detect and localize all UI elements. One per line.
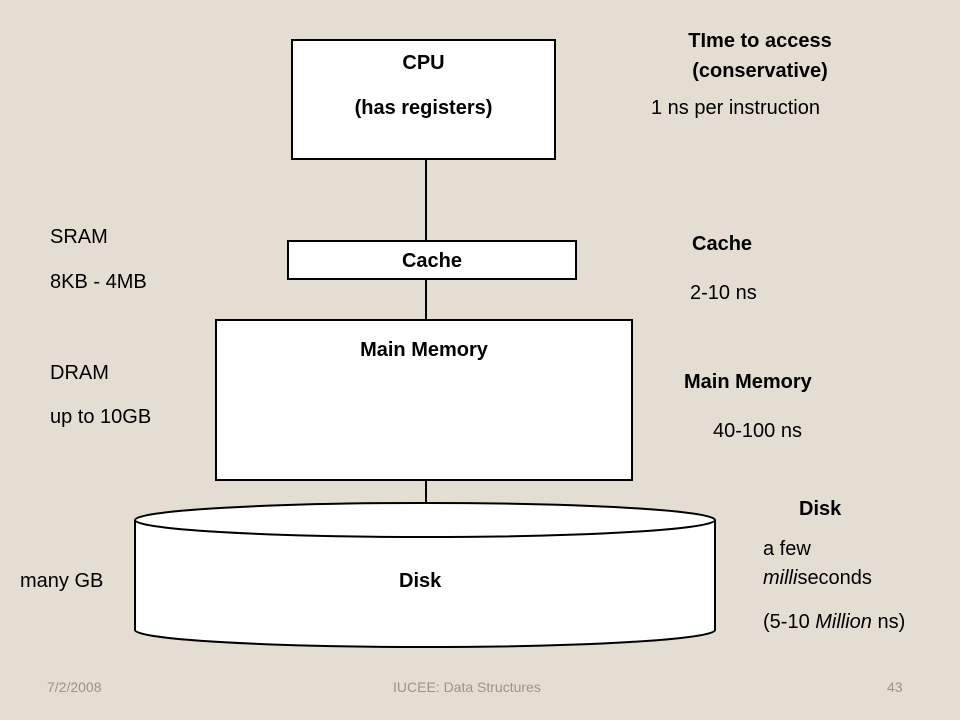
disk-label: Disk xyxy=(399,570,442,592)
disk-access-time-italic: milli xyxy=(763,567,798,589)
cpu-access-time: 1 ns per instruction xyxy=(651,97,820,119)
cpu-subtitle: (has registers) xyxy=(354,97,493,119)
disk-access-time-line2: milliseconds xyxy=(763,568,872,588)
disk-access-paren-open: (5-10 xyxy=(763,611,816,633)
dram-label: DRAM xyxy=(50,362,109,384)
dram-size: up to 10GB xyxy=(50,406,152,428)
disk-access-time-line3: (5-10 Million ns) xyxy=(763,612,905,632)
cpu-box: CPU (has registers) xyxy=(291,39,556,160)
footer-page-number: 43 xyxy=(887,679,903,695)
sram-label: SRAM xyxy=(50,226,108,248)
cache-box: Cache xyxy=(287,240,577,280)
main-memory-box: Main Memory xyxy=(215,319,633,481)
cache-box-label: Cache xyxy=(401,250,463,272)
footer-course: IUCEE: Data Structures xyxy=(393,679,541,695)
access-header-line1: TIme to access xyxy=(688,30,832,52)
cache-access-title: Cache xyxy=(692,233,753,255)
connector-cache-memory xyxy=(425,279,427,320)
disk-access-time-line1: a few xyxy=(763,538,811,560)
cpu-title: CPU xyxy=(402,52,445,74)
memory-access-title: Main Memory xyxy=(684,371,812,393)
disk-access-paren-italic: Million xyxy=(815,611,872,633)
connector-cpu-cache xyxy=(425,159,427,240)
disk-body xyxy=(134,520,716,648)
access-header-line2: (conservative) xyxy=(692,60,828,82)
disk-access-time-suffix: seconds xyxy=(797,567,872,589)
memory-access-time: 40-100 ns xyxy=(713,420,802,442)
disk-access-title: Disk xyxy=(799,498,842,520)
disk-size: many GB xyxy=(20,570,104,592)
main-memory-label: Main Memory xyxy=(360,339,488,361)
connector-memory-disk xyxy=(425,480,427,504)
sram-size: 8KB - 4MB xyxy=(50,271,147,293)
footer-date: 7/2/2008 xyxy=(47,679,102,695)
disk-top xyxy=(134,502,716,538)
cache-access-time: 2-10 ns xyxy=(690,282,757,304)
disk-access-paren-close: ns) xyxy=(871,611,906,633)
